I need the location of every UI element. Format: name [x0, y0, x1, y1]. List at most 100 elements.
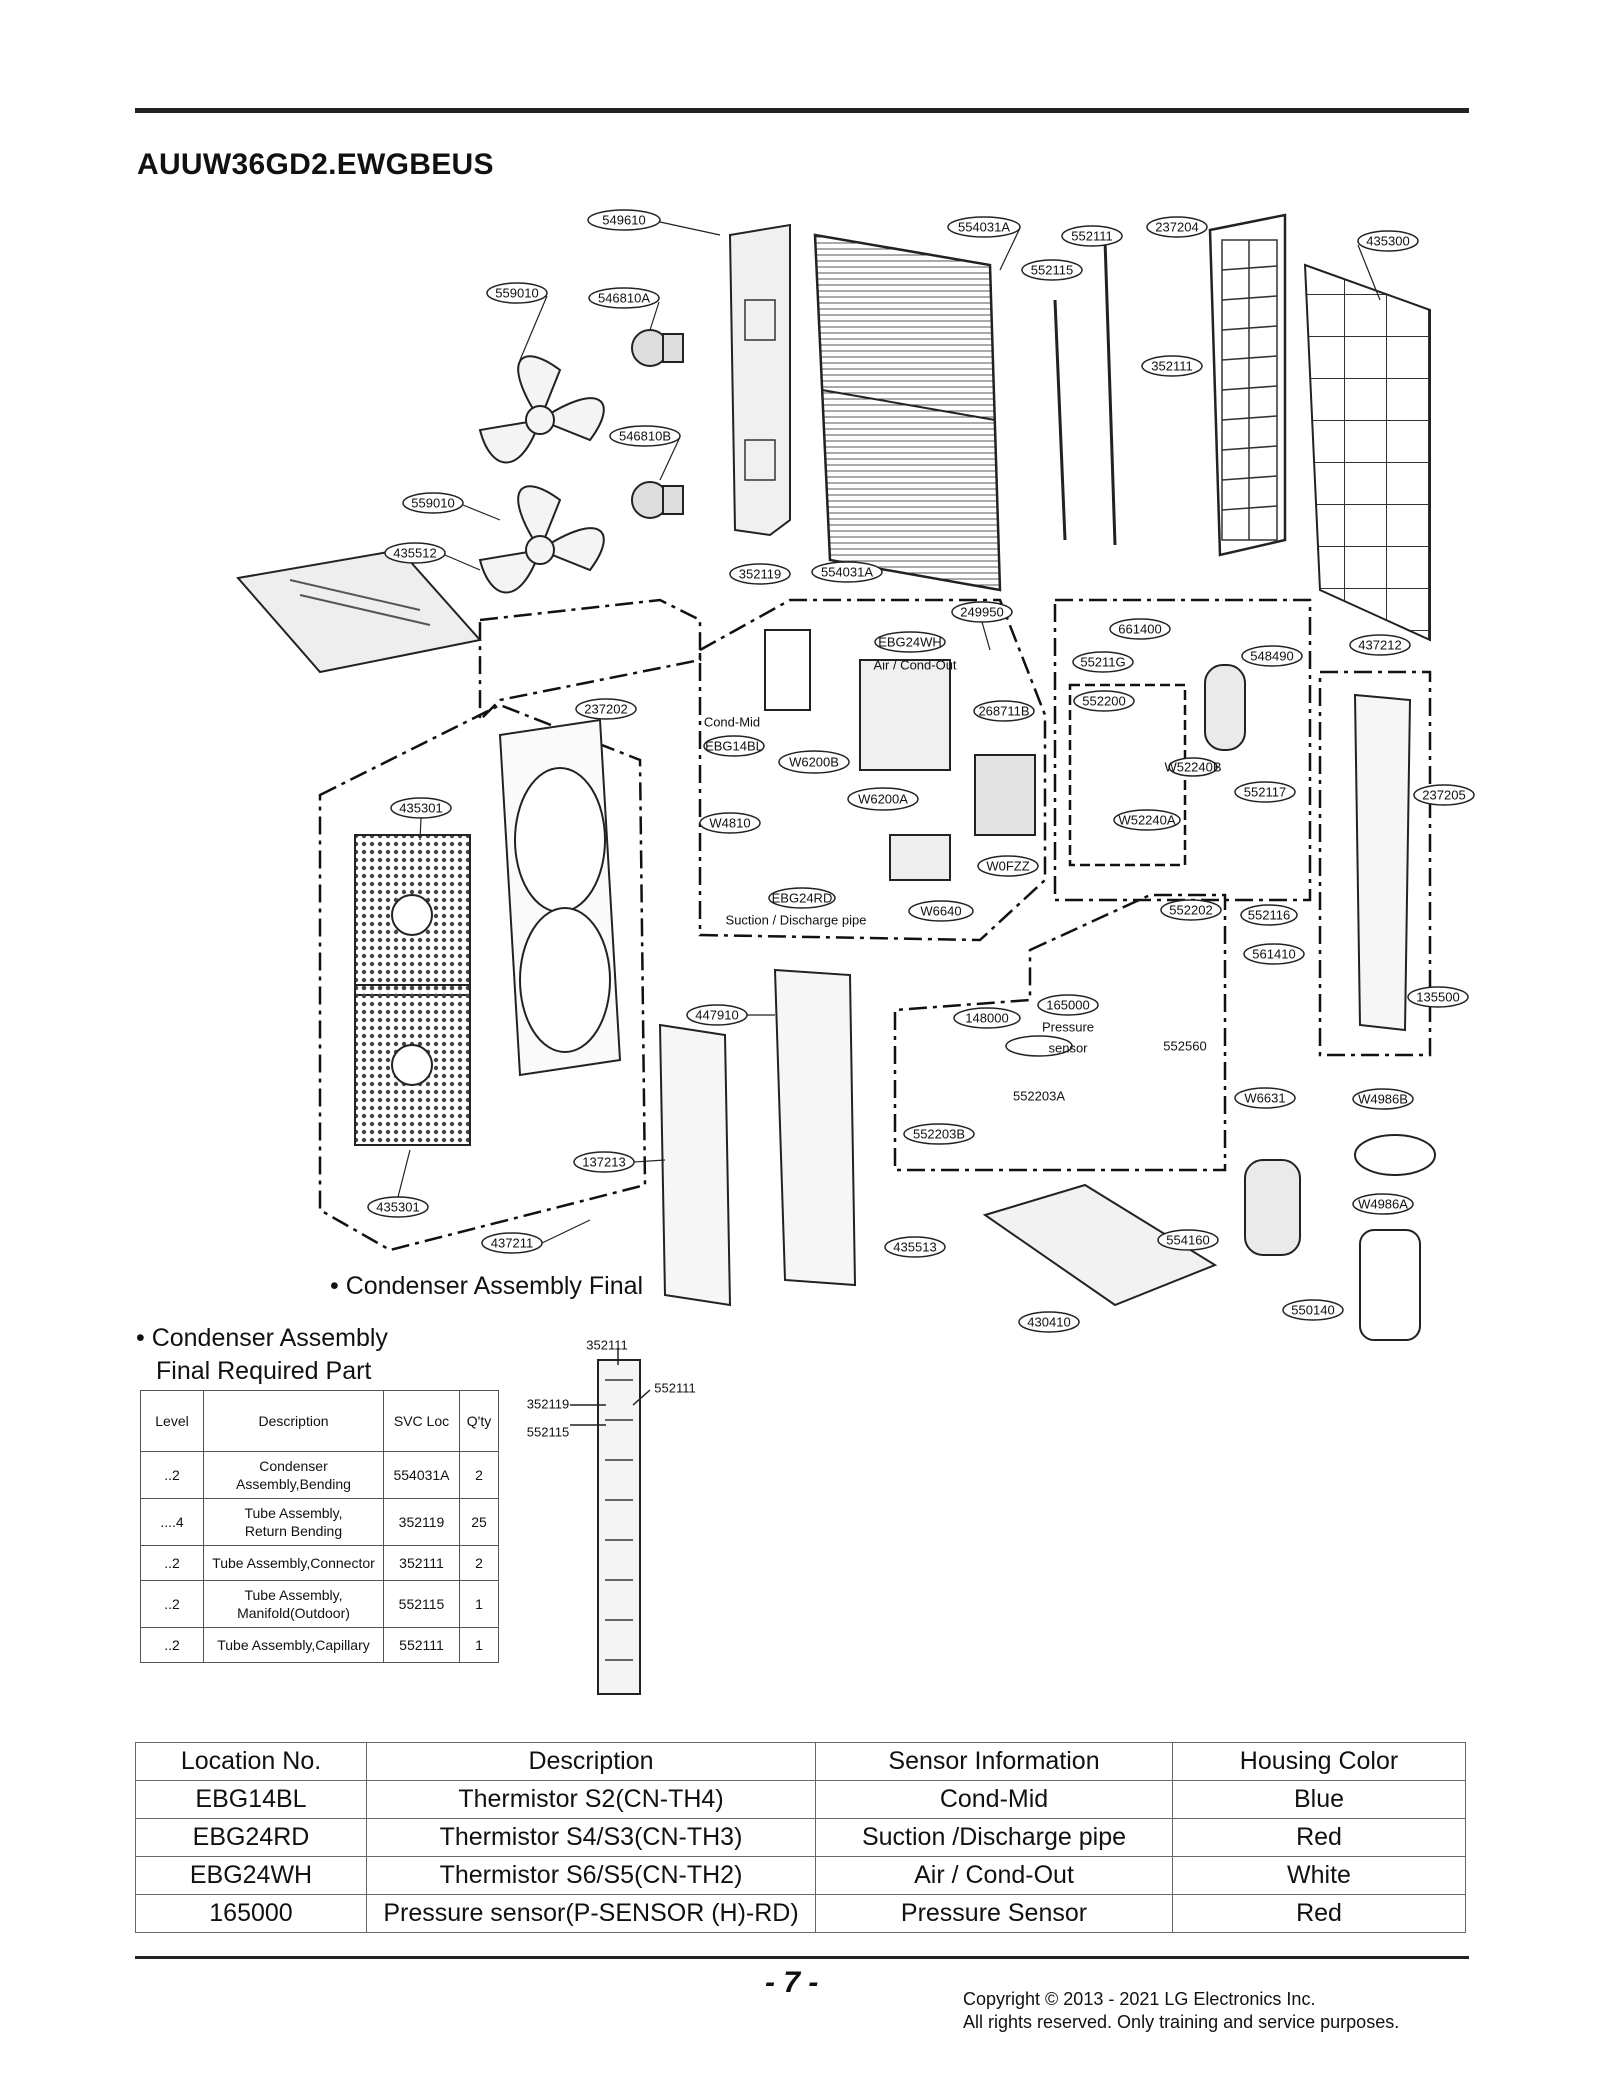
required-parts-table: Level Description SVC Loc Q'ty ..2 Conde… — [140, 1390, 499, 1663]
exploded-parts-diagram: 549610 554031A 552111 237204 435300 5521… — [236, 209, 1475, 1695]
front-side-panel — [658, 1023, 732, 1307]
callout-w4986a: W4986A — [1358, 1197, 1408, 1212]
callout-546810b: 546810B — [619, 429, 671, 444]
callout-w52240b: W52240B — [1164, 760, 1221, 775]
callouts — [367, 209, 1475, 1333]
col-location-no: Location No. — [135, 1742, 367, 1781]
caption-required-part: • Condenser Assembly Final Required Part — [136, 1322, 388, 1388]
accumulator — [1204, 664, 1246, 751]
callout-561410: 561410 — [1252, 947, 1295, 962]
table-row: ..2 Tube Assembly,Manifold(Outdoor) 5521… — [140, 1580, 499, 1628]
callout-268711b: 268711B — [978, 704, 1029, 719]
callout-237204: 237204 — [1155, 220, 1198, 235]
callout-435300: 435300 — [1366, 234, 1409, 249]
bottom-rule — [135, 1956, 1469, 1959]
callout-447910: 447910 — [695, 1008, 738, 1023]
fan-blade-lower — [478, 485, 605, 594]
callout-352119: 352119 — [739, 567, 781, 582]
callout-148000: 148000 — [965, 1011, 1008, 1026]
table-row: 165000 Pressure sensor(P-SENSOR (H)-RD) … — [135, 1894, 1466, 1933]
callout-552116: 552116 — [1248, 908, 1290, 923]
callout-165000: 165000 — [1046, 998, 1089, 1013]
callout-437211: 437211 — [491, 1236, 533, 1251]
callout-552117: 552117 — [1244, 785, 1286, 800]
callout-437212: 437212 — [1358, 638, 1401, 653]
callout-435512: 435512 — [393, 546, 436, 561]
fan-blade-upper — [478, 355, 605, 464]
callout-ebg24wh: EBG24WH — [878, 635, 942, 650]
model-title: AUUW36GD2.EWGBEUS — [137, 148, 494, 181]
table-row: ....4 Tube Assembly,Return Bending 35211… — [140, 1498, 499, 1546]
callout-435513: 435513 — [893, 1240, 936, 1255]
callout-352111-clip: 352111 — [1151, 359, 1192, 374]
callout-435301-bot: 435301 — [376, 1200, 419, 1215]
callout-237205: 237205 — [1422, 788, 1465, 803]
callout-554160: 554160 — [1166, 1233, 1209, 1248]
table-row: EBG24RD Thermistor S4/S3(CN-TH3) Suction… — [135, 1818, 1466, 1857]
side-panel-right — [1353, 693, 1412, 1032]
callout-549610: 549610 — [602, 213, 645, 228]
label-cond-mid: Cond-Mid — [704, 715, 760, 730]
callout-w4986b: W4986B — [1358, 1092, 1408, 1107]
callout-137213: 137213 — [582, 1155, 625, 1170]
condenser-coil — [813, 233, 1002, 592]
wire-mesh — [1303, 263, 1431, 642]
compressor-jacket — [1359, 1229, 1421, 1341]
detail-552115: 552115 — [527, 1425, 569, 1440]
callout-546810a: 546810A — [598, 291, 650, 306]
callout-430410: 430410 — [1027, 1315, 1070, 1330]
compressor-cover — [1354, 1134, 1436, 1176]
callout-548490: 548490 — [1250, 649, 1293, 664]
caption-required-line1: • Condenser Assembly — [136, 1324, 388, 1352]
callout-559010-bot: 559010 — [411, 496, 454, 511]
callout-552560: 552560 — [1163, 1039, 1206, 1054]
page-number: - 7 - — [765, 1966, 819, 1999]
callout-559010-top: 559010 — [495, 286, 538, 301]
table-row: EBG24WH Thermistor S6/S5(CN-TH2) Air / C… — [135, 1856, 1466, 1895]
col-qty: Q'ty — [459, 1390, 499, 1452]
piping-group-outline — [893, 893, 1227, 1172]
top-rule — [135, 108, 1469, 113]
caption-condenser-assembly-final: • Condenser Assembly Final — [330, 1272, 644, 1300]
control-board — [859, 659, 951, 771]
callout-661400: 661400 — [1118, 622, 1161, 637]
callout-552200: 552200 — [1082, 694, 1125, 709]
callout-135500: 135500 — [1416, 990, 1459, 1005]
label-pressure: Pressure — [1042, 1020, 1094, 1035]
col-description: Description — [366, 1742, 816, 1781]
copyright-line1: Copyright © 2013 - 2021 LG Electronics I… — [963, 1989, 1316, 2009]
valve-group-outline — [1053, 598, 1312, 902]
col-level: Level — [140, 1390, 204, 1452]
copyright-line2: All rights reserved. Only training and s… — [963, 2012, 1400, 2032]
detail-352119: 352119 — [527, 1397, 569, 1412]
tube-detail — [597, 1359, 641, 1695]
callout-554031a-top: 554031A — [958, 220, 1010, 235]
base-pan — [982, 1183, 1218, 1307]
inner-valve-outline — [1068, 683, 1187, 867]
callout-w6200b: W6200B — [789, 755, 839, 770]
callout-552202: 552202 — [1169, 903, 1212, 918]
callout-237202: 237202 — [584, 702, 627, 717]
callout-ebg14bl: EBG14BL — [705, 739, 763, 754]
side-cover-panel — [773, 968, 857, 1287]
col-svc-loc: SVC Loc — [383, 1390, 460, 1452]
callout-552203a: 552203A — [1013, 1089, 1065, 1104]
callout-552111-top: 552111 — [1071, 229, 1112, 244]
fan-group-outline — [478, 598, 702, 724]
callout-w0fzz: W0FZZ — [986, 859, 1029, 874]
top-cover — [236, 548, 482, 674]
fan-motor-upper — [631, 329, 684, 367]
table-row: ..2 Tube Assembly,Capillary 552111 1 — [140, 1627, 499, 1663]
col-housing-color: Housing Color — [1172, 1742, 1466, 1781]
detail-552111: 552111 — [654, 1381, 695, 1396]
col-description: Description — [203, 1390, 384, 1452]
compressor — [1244, 1159, 1301, 1256]
label-air-cond-out: Air / Cond-Out — [873, 658, 956, 673]
callout-w6640: W6640 — [920, 904, 961, 919]
callout-249950: 249950 — [960, 605, 1003, 620]
detail-352111: 352111 — [586, 1338, 627, 1353]
callout-ebg24rd: EBG24RD — [772, 891, 833, 906]
callout-552203b: 552203B — [913, 1127, 965, 1142]
fan-motor-lower — [631, 481, 684, 519]
